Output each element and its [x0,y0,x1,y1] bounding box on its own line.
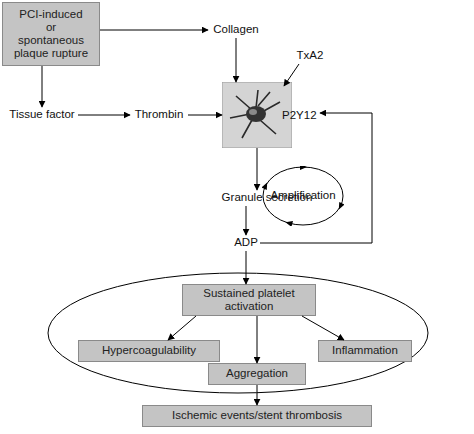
text-node: ADP [232,235,260,251]
text-node: Granule secretion [216,190,318,206]
node-label: Thrombin [135,108,184,121]
arrow-connector [260,113,372,243]
text-node: Thrombin [130,107,188,123]
node-label: Inflammation [332,344,398,357]
arrow-connector [284,64,299,86]
loop-arrowhead [285,221,293,226]
arrow-connector [257,148,258,190]
node-label: P2Y12 [282,109,317,122]
loop-arrowhead [339,202,344,210]
platelet-pseudopods [230,90,280,138]
node-label: ADP [234,236,258,249]
image-background [222,82,292,148]
node-label: PCI-induced or spontaneous plaque ruptur… [13,8,89,61]
process-box: Aggregation [208,363,306,385]
arrow-connector [257,385,258,405]
text-node: Collagen [208,22,264,38]
text-node: TxA2 [294,48,326,64]
process-box: Hypercoagulability [78,340,220,362]
loop-arrowhead [262,183,267,191]
arrow-connector [188,115,222,116]
arrow-connector [246,251,247,284]
arrow-connector [302,316,344,340]
node-label: TxA2 [297,49,324,62]
node-label: Ischemic events/stent thrombosis [172,409,342,422]
platelet-image [222,82,292,148]
node-label: Sustained platelet activation [187,287,311,313]
node-label: Tissue factor [9,108,74,121]
arrow-connector [100,30,208,31]
image-frame [222,82,292,148]
text-node: Tissue factor [6,107,78,123]
arrow-connector [168,316,196,340]
arrow-connector [246,206,247,235]
process-box: Inflammation [318,340,412,362]
activation-ellipse [48,273,428,393]
platelet-body [246,106,266,122]
process-box: PCI-induced or spontaneous plaque ruptur… [2,2,100,66]
process-box: Sustained platelet activation [182,284,316,316]
arrow-connector [78,115,130,116]
outcome-box: Ischemic events/stent thrombosis [142,405,372,427]
arrow-connector [42,66,43,107]
node-label: Collagen [213,23,258,36]
platelet-node: P2Y12 [222,82,320,148]
arrow-connector [236,38,237,82]
loop-arrowhead [300,166,307,170]
node-label: Aggregation [226,367,288,380]
node-label: Granule secretion [222,191,313,204]
node-label: Hypercoagulability [102,344,196,357]
platelet-highlight [249,109,257,115]
arrow-connector [257,316,258,363]
